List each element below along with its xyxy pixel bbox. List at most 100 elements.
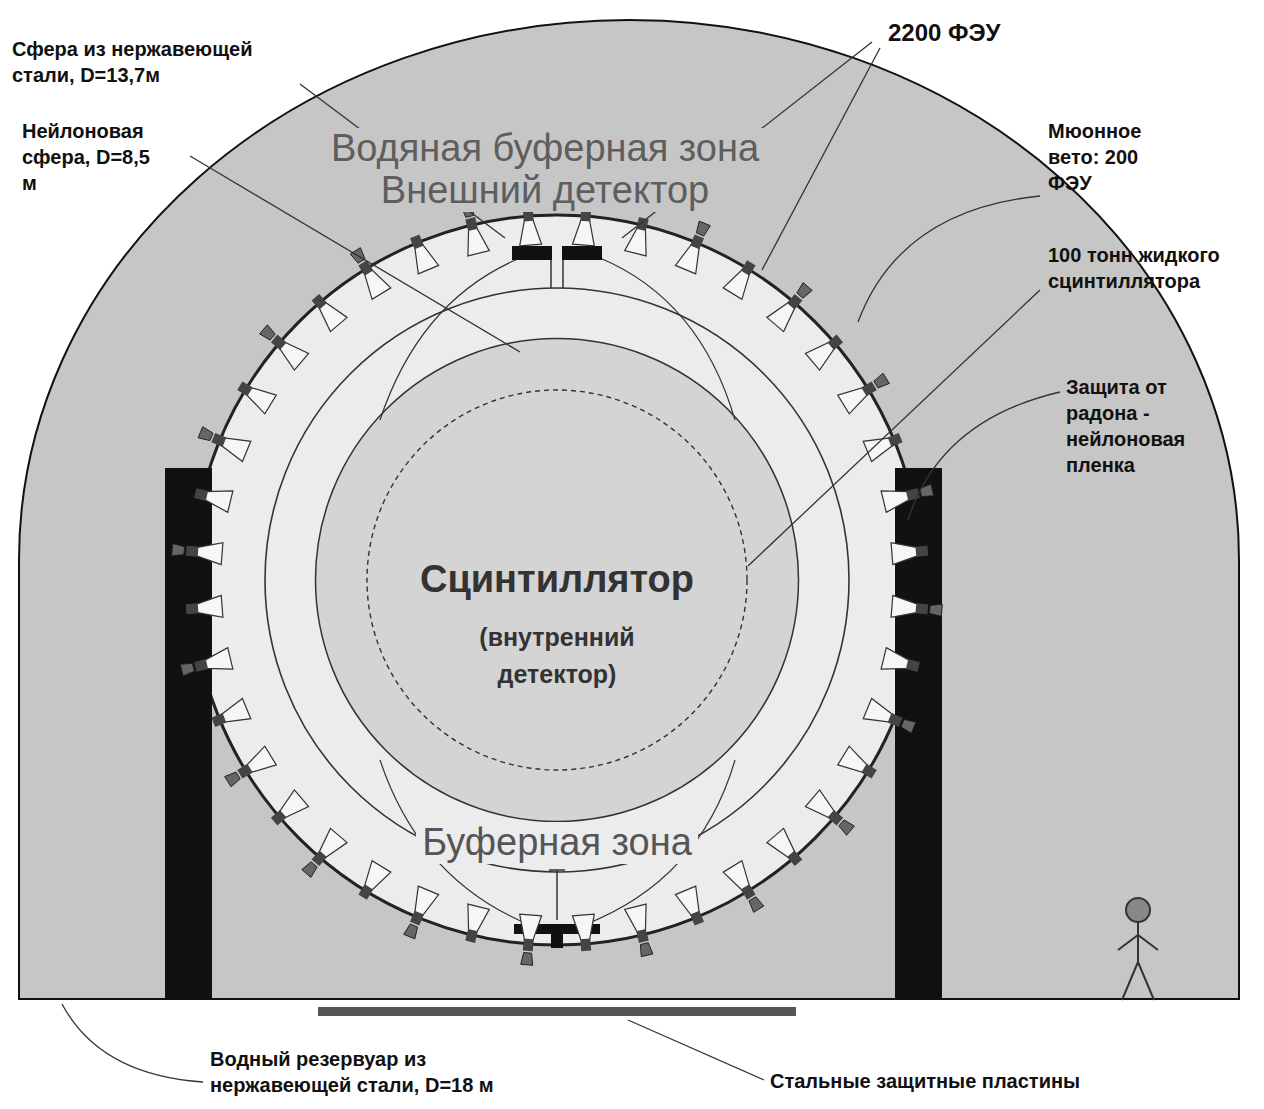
pmt-cone — [196, 595, 223, 617]
veto-pmt — [640, 943, 653, 957]
pmt-cone — [723, 269, 749, 299]
pmt-base — [465, 929, 478, 943]
pmt-cone — [891, 595, 918, 617]
label-holder: Защита от радона - нейлоновая пленка — [1066, 374, 1202, 478]
veto-pmt — [404, 924, 418, 939]
zone-title: Водяная буферная зона — [325, 128, 765, 170]
veto-pmt — [260, 325, 276, 340]
person-body — [1118, 922, 1158, 1000]
veto-pmt — [302, 862, 317, 878]
pmt-base — [861, 381, 877, 396]
callout-label: 100 тонн жидкого сцинтиллятора — [1048, 242, 1226, 294]
veto-pmt — [874, 373, 890, 388]
pmt-cone — [468, 227, 489, 256]
pmt-base — [787, 851, 802, 867]
pmt-cone — [221, 438, 251, 462]
callout-label: Сфера из нержавеющей стали, D=13,7м — [12, 36, 274, 88]
label-holder: Водный резервуар из нержавеющей стали, D… — [210, 1046, 530, 1098]
pmt-cone — [279, 342, 309, 370]
pmt-cone — [863, 698, 893, 722]
zone-title: Сцинтиллятор — [414, 559, 700, 601]
zone-subtitle: (внутренний детектор) — [427, 619, 687, 694]
inner-structure — [265, 256, 849, 925]
top-fixture — [512, 246, 552, 260]
leader-line — [628, 1020, 764, 1080]
nylon-outer-vessel — [265, 288, 849, 872]
pmt-base — [194, 488, 208, 501]
tank-shape — [19, 20, 1239, 999]
pmt-base — [211, 433, 226, 447]
pmt-base — [271, 810, 287, 825]
pmt-cone — [625, 227, 646, 256]
pmt-base — [358, 884, 373, 900]
pmt-base — [906, 659, 920, 672]
callout-label: Мюонное вето: 200 ФЭУ — [1048, 118, 1158, 196]
pmt-cone — [891, 543, 918, 565]
fiducial-volume — [367, 390, 747, 770]
veto-pmt — [920, 484, 934, 497]
leader-line — [748, 290, 1040, 566]
veto-pmt — [198, 427, 213, 441]
pmt-base — [465, 217, 478, 231]
leader-line — [300, 84, 505, 238]
pmt-cone — [805, 342, 835, 370]
pmt-base — [237, 381, 253, 396]
bottom-strings — [380, 760, 735, 925]
veto-pmt — [225, 772, 241, 787]
steel-sphere: Буферная зона Сцинтиллятор (внутренний дет… — [189, 212, 925, 948]
pmt-cone — [415, 886, 439, 916]
label-holder: Мюонное вето: 200 ФЭУ — [1048, 118, 1158, 196]
pmt-cone — [468, 904, 489, 933]
callout-label: Защита от радона - нейлоновая пленка — [1066, 374, 1202, 478]
pmt-cone — [415, 244, 439, 274]
pmt-base — [888, 713, 903, 727]
label-holder: Нейлоновая сфера, D=8,5 м — [22, 118, 162, 196]
pmt-base — [410, 234, 424, 249]
pmt-cone — [723, 861, 749, 891]
pmt-cone — [838, 387, 868, 413]
label-holder: 2200 ФЭУ — [888, 18, 1001, 48]
pmt-cone — [675, 886, 699, 916]
pmt-cone — [881, 648, 910, 669]
pmt-cone — [767, 828, 795, 858]
callout-label: 2200 ФЭУ — [888, 18, 1001, 48]
leader-line — [908, 392, 1060, 520]
pmt-cone — [364, 269, 390, 299]
leader-line — [62, 1004, 203, 1082]
pmt-base — [523, 209, 534, 222]
pmt-base — [916, 546, 929, 557]
pmt-base — [888, 433, 903, 447]
pmt-base — [861, 764, 877, 779]
veto-pmt — [696, 221, 710, 236]
leader-line — [622, 42, 872, 238]
label-holder: Стальные защитные пластины — [770, 1068, 1080, 1094]
veto-pmt — [749, 897, 764, 913]
zone-title: Буферная зона — [416, 822, 698, 864]
top-pipe — [551, 256, 563, 288]
steel-plates — [318, 1007, 796, 1016]
pmt-base — [186, 546, 199, 557]
veto-pmt — [461, 203, 474, 217]
veto-pmt — [172, 544, 185, 556]
pmt-base — [580, 209, 591, 222]
pmt-ring — [172, 195, 943, 966]
pmt-base — [828, 335, 844, 350]
top-strings — [380, 258, 735, 420]
leader-line — [858, 196, 1040, 322]
bottom-fixture — [551, 934, 563, 948]
pmt-base — [211, 713, 226, 727]
pmt-base — [312, 294, 327, 310]
person-head — [1126, 898, 1150, 922]
pmt-base — [410, 911, 424, 926]
pmt-cone — [520, 914, 542, 941]
callout-label: Нейлоновая сфера, D=8,5 м — [22, 118, 162, 196]
pmt-cone — [520, 219, 542, 246]
bottom-pipe — [549, 870, 565, 920]
veto-pmt — [930, 604, 943, 616]
pmt-cone — [675, 244, 699, 274]
sphere-shape — [192, 215, 922, 945]
pmt-base — [186, 603, 199, 614]
veto-pmt — [797, 283, 812, 299]
veto-pmt — [581, 195, 593, 208]
pmt-cone — [319, 828, 347, 858]
